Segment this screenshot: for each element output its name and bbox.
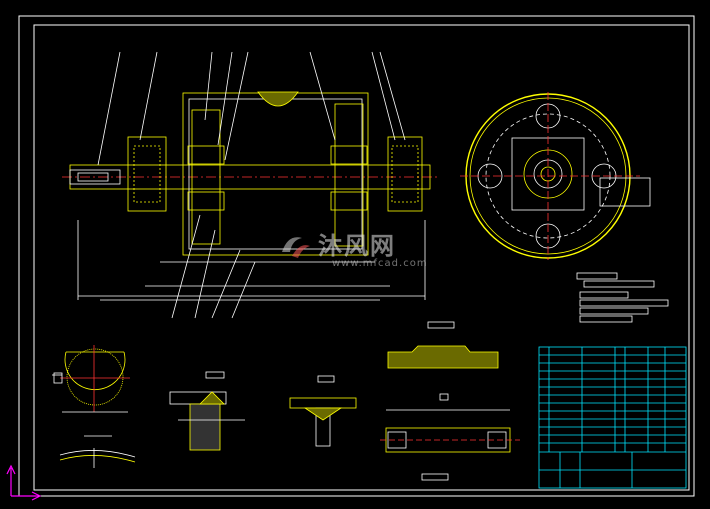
ucs-axis-icon: [6, 464, 42, 501]
drum-assembly-view: [62, 51, 440, 319]
detail-weld-joint-1: [169, 371, 245, 451]
drum-end-view: [460, 92, 651, 260]
detail-plate-section: [387, 321, 499, 369]
detail-round-section: [52, 345, 130, 413]
detail-weld-joint-2: [289, 375, 357, 447]
watermark-logo-icon: [282, 237, 310, 258]
inner-frame: [33, 24, 690, 491]
outer-frame: [18, 15, 695, 497]
watermark-title: 沐风网: [318, 232, 396, 260]
detail-slot-plate: [380, 393, 520, 481]
detail-curved-strip: [59, 435, 136, 468]
technical-notes: [576, 272, 669, 323]
title-block: [538, 346, 687, 489]
watermark: 沐风网 www.mfcad.com: [278, 232, 427, 269]
watermark-url: www.mfcad.com: [332, 258, 428, 269]
